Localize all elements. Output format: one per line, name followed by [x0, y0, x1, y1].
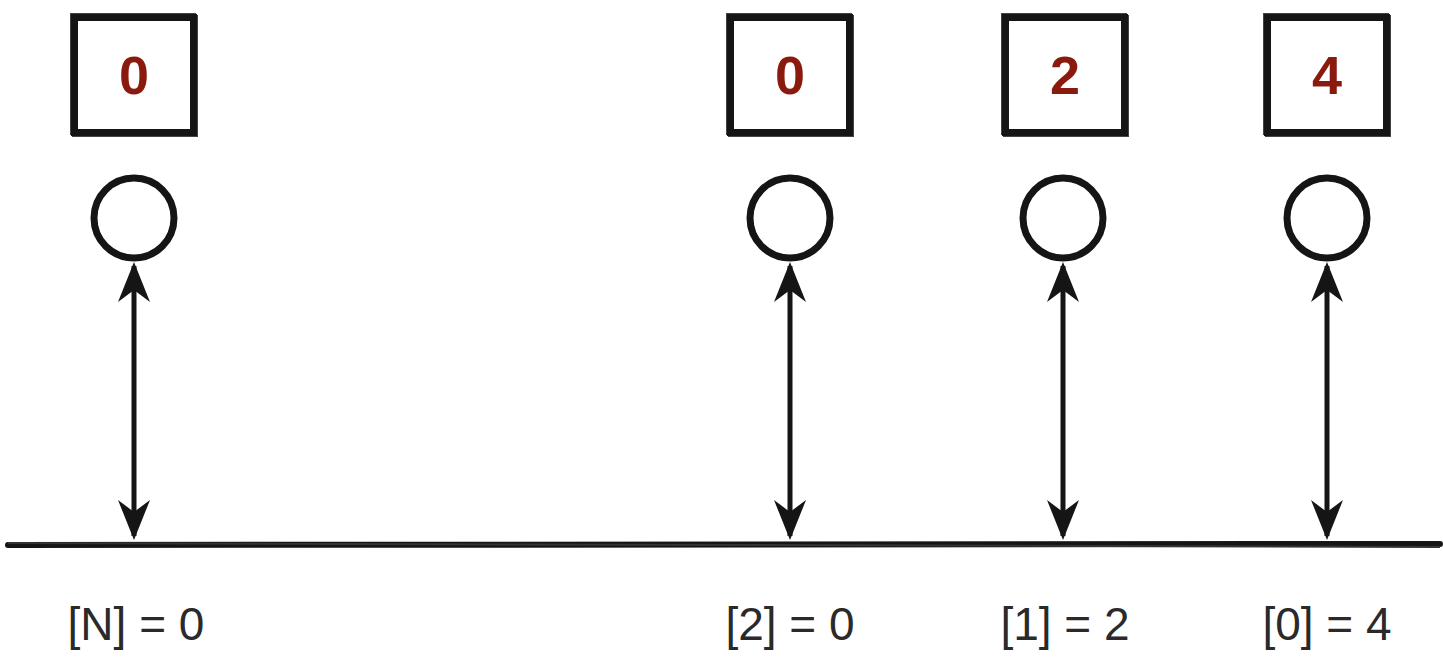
value-box: 4 [1264, 14, 1390, 136]
pin-circle [94, 178, 174, 258]
value-number: 0 [119, 48, 149, 102]
pin-circle [750, 178, 830, 258]
index-value-label: [1] = 2 [1000, 599, 1129, 650]
index-value-label: [2] = 0 [725, 599, 854, 650]
pin-circle [1287, 178, 1367, 258]
double-arrow [132, 266, 137, 536]
pin-figure [1287, 178, 1367, 536]
pin-figure [94, 178, 174, 536]
double-arrow [788, 266, 793, 536]
value-number: 4 [1312, 48, 1342, 102]
index-value-label: [N] = 0 [68, 599, 205, 650]
value-box: 0 [727, 14, 853, 136]
value-box: 2 [1002, 14, 1128, 136]
pin-circle [1023, 178, 1103, 258]
double-arrow [1061, 266, 1066, 536]
index-value-label: [0] = 4 [1262, 599, 1391, 650]
pin-figure [750, 178, 830, 536]
double-arrow [1325, 266, 1330, 536]
pin-figure [1023, 178, 1103, 536]
value-number: 0 [775, 48, 805, 102]
value-box: 0 [71, 14, 197, 136]
value-number: 2 [1050, 48, 1080, 102]
ground-line-sketch [8, 543, 1440, 547]
